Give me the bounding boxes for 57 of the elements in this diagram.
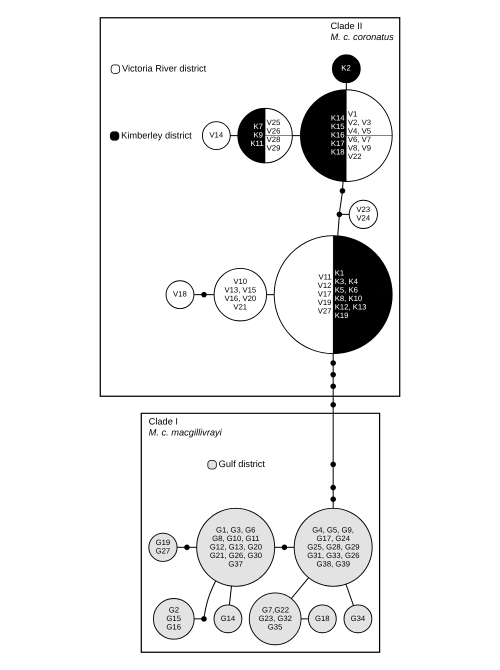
connector xyxy=(204,580,216,617)
node-circle xyxy=(336,212,342,218)
node-circle xyxy=(330,484,336,490)
legend-label: Gulf district xyxy=(218,459,266,470)
node-circle xyxy=(282,544,288,550)
connector xyxy=(342,182,344,189)
legend-label: Kimberley district xyxy=(121,130,192,140)
node-circle xyxy=(201,292,207,298)
connector xyxy=(228,586,232,605)
connector xyxy=(337,216,340,236)
connector xyxy=(345,584,354,606)
connector xyxy=(342,214,349,215)
connector xyxy=(266,294,274,296)
connector xyxy=(206,294,214,296)
connector xyxy=(346,82,347,90)
node-circle: G19 G27 xyxy=(148,532,178,562)
node-circle: G4, G5, G9, G17, G24 G25, G28, G29 G31, G33, G26 G38, G39 xyxy=(294,508,373,587)
node-circle xyxy=(184,544,190,550)
connector xyxy=(332,407,334,462)
connector xyxy=(177,546,184,548)
node-circle: G1, G3, G6 G8, G10, G11 G12, G13, G20 G21, G26, G30 G37 xyxy=(196,508,276,587)
connector xyxy=(332,490,334,497)
connector xyxy=(190,546,197,548)
node-circle xyxy=(330,372,336,378)
node-circle xyxy=(201,616,207,622)
node-circle: G34 xyxy=(344,604,372,634)
node-circle: V14 xyxy=(202,121,231,150)
node-circle xyxy=(330,496,336,502)
connector xyxy=(332,365,334,372)
connector xyxy=(332,388,334,402)
node-circle xyxy=(340,188,346,194)
connector xyxy=(292,135,300,136)
node-circle: V10 V13, V15 V16, V20 V21 xyxy=(214,268,267,322)
node-circle: G14 xyxy=(214,604,242,634)
connector xyxy=(332,502,334,508)
connector xyxy=(290,577,310,599)
node-circle xyxy=(330,402,336,408)
node-circle: K2 xyxy=(332,54,361,84)
node-circle: G7,G22 G23, G32 G35 xyxy=(248,592,302,646)
node-circle xyxy=(330,462,336,468)
connector xyxy=(332,376,334,384)
connector xyxy=(332,466,334,486)
connector xyxy=(339,193,343,212)
node-circle: V18 xyxy=(166,280,194,310)
connector xyxy=(230,135,238,136)
legend-label: Victoria River district xyxy=(122,64,206,74)
connector xyxy=(194,294,202,296)
node-circle xyxy=(330,360,336,366)
connector xyxy=(194,618,202,620)
connector xyxy=(287,546,294,548)
node-circle: G18 xyxy=(308,604,337,634)
connector xyxy=(300,618,308,620)
node-circle xyxy=(330,383,336,390)
node-circle: V23 V24 xyxy=(348,200,378,229)
connector xyxy=(274,546,282,548)
node-circle: G2 G15 G16 xyxy=(152,598,195,640)
connector xyxy=(332,354,334,360)
